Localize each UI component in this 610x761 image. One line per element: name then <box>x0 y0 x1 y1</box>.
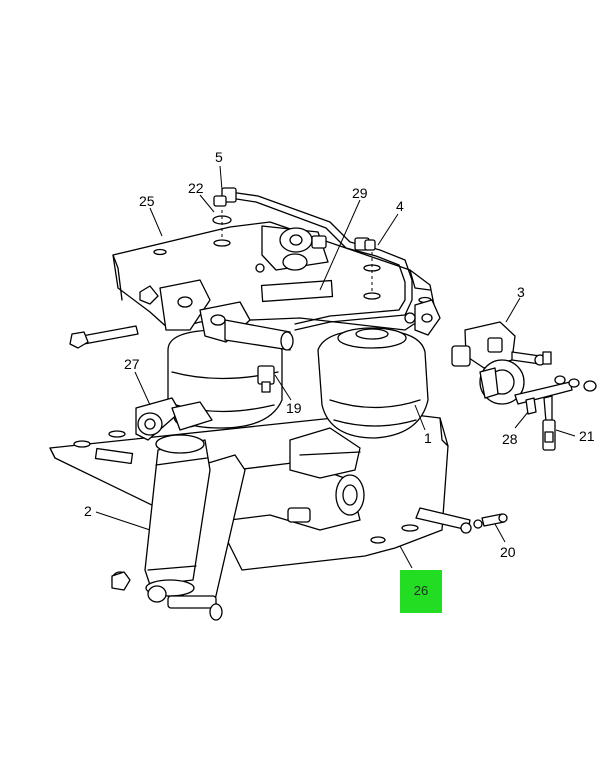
leader-lines <box>95 165 576 569</box>
callout-22: 22 <box>188 180 204 196</box>
callout-3: 3 <box>517 284 525 300</box>
callout-21: 21 <box>579 428 595 444</box>
callout-2: 2 <box>84 503 92 519</box>
height-control-valve <box>451 321 597 451</box>
callout-4: 4 <box>396 198 404 214</box>
callout-28: 28 <box>502 431 518 447</box>
callout-20: 20 <box>500 544 516 560</box>
long-bolt <box>69 325 139 349</box>
callout-25: 25 <box>139 193 155 209</box>
callout-labels: 5 22 25 29 4 3 27 19 1 28 21 2 20 <box>84 149 595 560</box>
callout-29: 29 <box>352 185 368 201</box>
callout-26[interactable]: 26 <box>413 583 429 598</box>
link-arm <box>135 397 213 441</box>
fittings <box>212 187 381 292</box>
right-air-spring <box>317 327 429 439</box>
callout-27: 27 <box>124 356 140 372</box>
upper-pivot <box>261 225 329 271</box>
callout-19: 19 <box>286 400 302 416</box>
highlighted-part-box[interactable] <box>400 570 442 613</box>
frame-bracket <box>112 221 441 351</box>
adjuster-link <box>415 507 508 534</box>
air-line <box>229 191 413 331</box>
callout-1: 1 <box>424 430 432 446</box>
callout-5: 5 <box>215 149 223 165</box>
